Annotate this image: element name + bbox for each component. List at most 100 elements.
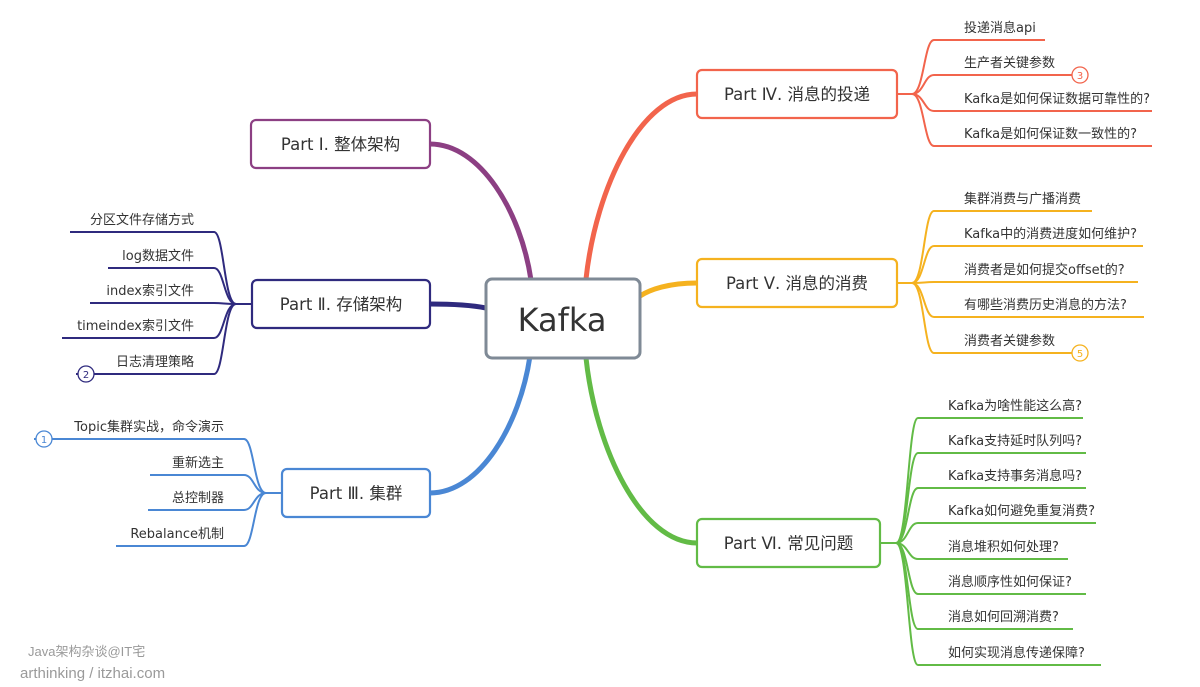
part2-item-branch [213,267,237,305]
center-node-label: Kafka [518,301,607,339]
part4-connector [583,91,700,282]
part4-count-badge: 3 [1071,66,1089,84]
part3-item-label: Rebalance机制 [130,527,224,542]
part2-item-label: timeindex索引文件 [77,319,194,334]
part4-item-label: 投递消息api [964,20,1036,36]
part6-item-label: Kafka如何避免重复消费? [948,503,1095,519]
part5-connector [637,280,700,299]
part4-item-branch [911,39,935,95]
watermark-brand: Java架构杂谈@IT宅 [28,644,146,659]
part4-item[interactable]: Kafka是如何保证数据可靠性的? [911,91,1152,112]
part3-item[interactable]: Topic集群实战，命令演示 1 [34,419,267,494]
node-layer: Kafka Part Ⅰ. 整体架构 Part Ⅱ. 存储架构 Part Ⅲ. 集群 P… [249,68,899,569]
center-node[interactable]: Kafka [484,277,642,360]
part6-item-branch [895,452,919,544]
part3-item[interactable]: 重新选主 [150,455,267,494]
part3-item-label: 重新选主 [172,455,224,471]
part2-item[interactable]: 分区文件存储方式 [70,212,237,305]
part3-item-branch [243,492,267,547]
watermark-site: arthinking / itzhai.com [20,665,166,682]
part3-item[interactable]: Rebalance机制 [116,492,267,547]
part5-item[interactable]: Kafka中的消费进度如何维护? [911,226,1143,284]
part3-item[interactable]: 总控制器 [148,491,267,511]
part5-item-branch [911,282,935,354]
part1-connector [427,141,534,283]
part6-item-label: 消息如何回溯消费? [948,609,1059,625]
part5-item-label: 集群消费与广播消费 [964,191,1081,207]
part6-item[interactable]: Kafka支持延时队列吗? [895,434,1086,544]
part2-item-branch [213,303,237,375]
part1-node-box [249,118,432,170]
part3-count-badge: 1 [35,430,53,448]
part6-item-branch [895,542,919,666]
part6-item-label: 消息顺序性如何保证? [948,574,1072,590]
part2-item[interactable]: 日志清理策略 2 [76,303,237,383]
part3-node[interactable]: Part Ⅲ. 集群 [280,467,432,519]
part6-item-label: 消息堆积如何处理? [948,539,1059,555]
part6-node-box [695,517,882,569]
part6-item[interactable]: Kafka支持事务消息吗? [895,468,1086,544]
part6-node-label: Part Ⅵ. 常见问题 [724,534,854,553]
part6-connector [583,355,700,546]
part5-item-label: Kafka中的消费进度如何维护? [964,226,1137,242]
part2-count-badge-label: 2 [83,370,89,381]
part4-item[interactable]: 生产者关键参数 3 [911,55,1089,95]
part2-count-badge: 2 [77,365,95,383]
part5-count-badge: 5 [1071,344,1089,362]
part5-node[interactable]: Part Ⅴ. 消息的消费 [695,257,899,309]
part6-node[interactable]: Part Ⅵ. 常见问题 [695,517,882,569]
part6-item-label: Kafka支持事务消息吗? [948,468,1082,484]
part2-item-branch [213,231,237,305]
part4-count-badge-label: 3 [1077,71,1083,82]
part5-node-label: Part Ⅴ. 消息的消费 [726,274,868,293]
part2-node[interactable]: Part Ⅱ. 存储架构 [250,278,432,330]
part4-item-label: 生产者关键参数 [964,55,1055,71]
part4-item[interactable]: 投递消息api [911,20,1045,95]
part2-item-label: index索引文件 [106,284,194,299]
part4-item-branch [911,93,935,147]
part5-item-label: 消费者是如何提交offset的? [964,262,1125,278]
part1-node[interactable]: Part Ⅰ. 整体架构 [249,118,432,170]
part6-item-label: Kafka支持延时队列吗? [948,434,1082,449]
subtopic-layer: 分区文件存储方式log数据文件index索引文件timeindex索引文件日志清… [34,20,1152,666]
part6-item-branch [895,487,919,544]
part4-node-box [695,68,899,120]
part4-node-label: Part Ⅳ. 消息的投递 [724,85,870,104]
part3-node-box [280,467,432,519]
branch-connectors [427,91,700,546]
part3-item-label: 总控制器 [172,491,224,506]
part4-item-label: Kafka是如何保证数一致性的? [964,126,1137,142]
part3-connector [427,353,533,496]
part1-node-label: Part Ⅰ. 整体架构 [281,135,400,154]
part5-item[interactable]: 有哪些消费历史消息的方法? [911,282,1144,318]
part6-item[interactable]: 消息堆积如何处理? [895,539,1068,560]
part2-item[interactable]: timeindex索引文件 [62,303,237,339]
part4-node[interactable]: Part Ⅳ. 消息的投递 [695,68,899,120]
center-node-box [484,277,642,360]
part6-item[interactable]: 如何实现消息传递保障? [895,542,1101,666]
part6-item[interactable]: Kafka如何避免重复消费? [895,503,1096,544]
part5-node-box [695,257,899,309]
part4-item-label: Kafka是如何保证数据可靠性的? [964,91,1150,107]
part3-item-branch [243,438,267,494]
part2-item-label: log数据文件 [122,249,194,264]
part2-item-label: 日志清理策略 [116,354,194,370]
part6-item-label: 如何实现消息传递保障? [948,645,1085,661]
part6-item-label: Kafka为啥性能这么高? [948,398,1082,414]
part5-item-branch [911,245,935,284]
part2-node-box [250,278,432,330]
part2-item-label: 分区文件存储方式 [90,212,194,228]
part3-node-label: Part Ⅲ. 集群 [310,484,403,503]
part4-item[interactable]: Kafka是如何保证数一致性的? [911,93,1152,147]
part2-item[interactable]: index索引文件 [90,284,237,305]
part5-item[interactable]: 消费者是如何提交offset的? [911,262,1138,284]
part5-item-label: 有哪些消费历史消息的方法? [964,297,1127,313]
part2-connector [427,301,489,311]
part5-item[interactable]: 集群消费与广播消费 [911,191,1092,284]
part3-count-badge-label: 1 [41,435,47,446]
part2-item[interactable]: log数据文件 [108,249,237,305]
part5-count-badge-label: 5 [1077,349,1083,360]
part3-item-label: Topic集群实战，命令演示 [73,419,224,435]
